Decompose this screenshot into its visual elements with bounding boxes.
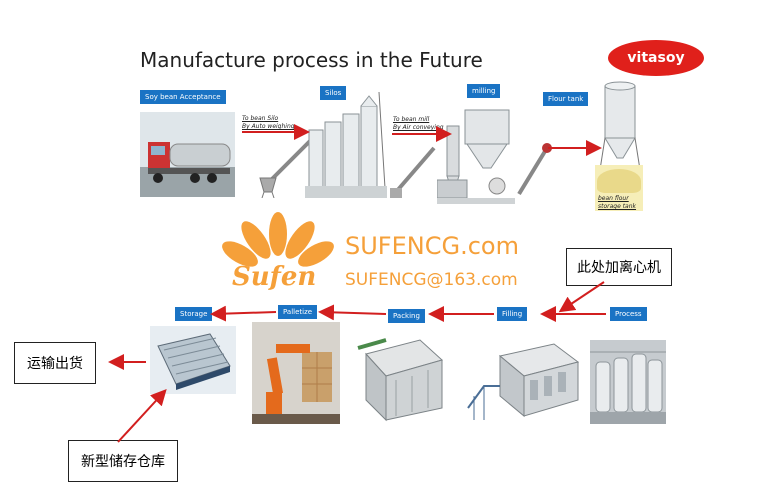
palletize-robot-photo [252, 322, 340, 424]
milling-machine [437, 109, 515, 204]
watermark-site: SUFENCG.com [345, 232, 519, 260]
silos-illustration [305, 91, 387, 198]
storage-warehouse-illustration [150, 326, 236, 394]
sufen-sun-logo-icon [222, 212, 334, 267]
label-silos: Silos [320, 86, 347, 100]
callout-warehouse: 新型储存仓库 [68, 440, 178, 482]
label-flour-tank: Flour tank [543, 92, 589, 106]
truck-photo [140, 112, 235, 197]
callout-shipping: 运输出货 [14, 342, 96, 384]
label-soy-bean-acceptance: Soy bean Acceptance [140, 90, 226, 104]
label-process: Process [610, 307, 647, 321]
filling-machine-illustration [467, 343, 580, 420]
watermark-email: SUFENCG@163.com [345, 270, 518, 290]
auto-weighing-conveyor [259, 136, 315, 198]
label-milling: milling [467, 84, 501, 98]
label-packing: Packing [388, 309, 425, 323]
packing-machine-illustration [357, 338, 444, 422]
label-filling: Filling [497, 307, 528, 321]
process-tanks-photo [590, 340, 666, 424]
flour-conveyor [517, 143, 552, 196]
label-storage: Storage [175, 307, 213, 321]
label-palletize: Palletize [278, 305, 318, 319]
watermark-brand: Sufen [232, 262, 317, 292]
flour-tank-illustration [598, 81, 642, 177]
page-title: Manufacture process in the Future [140, 48, 483, 72]
mill-conveyor [390, 146, 436, 198]
callout-centrifuge: 此处加离心机 [566, 248, 672, 286]
vitasoy-logo: vitasoy [608, 40, 704, 76]
